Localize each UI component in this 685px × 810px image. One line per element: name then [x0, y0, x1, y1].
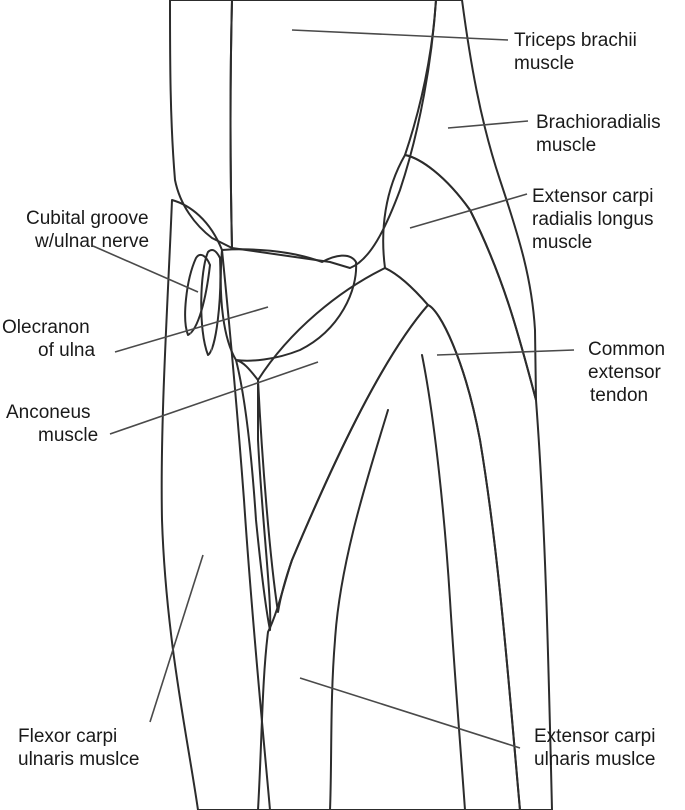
ecu-separator-line-2: [421, 354, 466, 810]
leader-triceps: [291, 29, 509, 41]
humerus-shape: [169, 0, 233, 249]
common-extensor-shape: [257, 304, 521, 810]
label-extensor-carpi-radialis-longus: Extensor carpi radialis longus muscle: [532, 186, 659, 253]
leader-anconeus: [109, 361, 319, 435]
triceps-shape: [229, 0, 437, 269]
labels: Triceps brachii muscle Brachioradialis m…: [2, 30, 670, 770]
cubital-groove-shape: [200, 249, 222, 356]
label-extensor-carpi-ulnaris: Extensor carpi ulnaris muslce: [534, 726, 661, 770]
leader-cubital-groove: [92, 245, 199, 293]
anatomy-artwork: [160, 0, 553, 810]
anconeus-shape: [257, 267, 429, 613]
leader-common-extensor: [436, 349, 575, 356]
label-common-extensor-tendon: Common extensor tendon: [588, 339, 670, 406]
label-flexor-carpi-ulnaris: Flexor carpi ulnaris muslce: [18, 726, 139, 770]
label-olecranon: Olecranon of ulna: [2, 317, 95, 361]
ulna-shaft-shape: [235, 359, 272, 631]
leader-olecranon: [114, 306, 269, 353]
ecu-separator-line-1: [329, 409, 389, 810]
leader-ecu: [299, 677, 521, 749]
leader-ecrl: [409, 193, 528, 229]
label-anconeus: Anconeus muscle: [6, 402, 98, 446]
label-cubital-groove: Cubital groove w/ulnar nerve: [26, 208, 154, 252]
label-triceps-brachii: Triceps brachii muscle: [514, 30, 642, 74]
olecranon-shape: [219, 248, 358, 362]
fiber-lines: [189, 19, 531, 801]
flexor-carpi-ulnaris-shape: [160, 199, 271, 810]
ulnar-nerve-shape: [184, 253, 211, 336]
leader-fcu: [149, 554, 204, 723]
leader-lines: [92, 29, 575, 749]
leader-brachioradialis: [447, 120, 529, 129]
label-brachioradialis: Brachioradialis muscle: [536, 112, 666, 156]
